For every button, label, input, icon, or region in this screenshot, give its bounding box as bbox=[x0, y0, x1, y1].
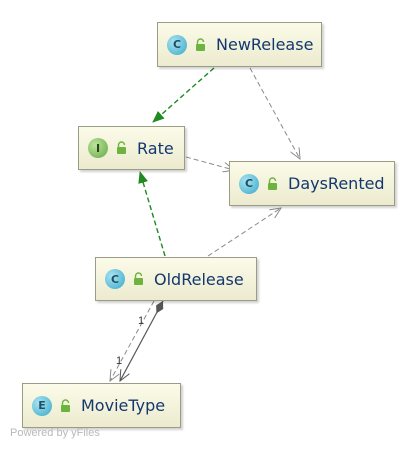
public-visibility-icon bbox=[117, 141, 126, 154]
edge-oldrelease-rate bbox=[138, 171, 166, 257]
edge-rate-daysrented bbox=[185, 156, 234, 170]
edge-newrelease-rate bbox=[152, 67, 215, 123]
public-visibility-icon bbox=[134, 272, 143, 285]
class-node-oldrelease[interactable]: C OldRelease bbox=[95, 257, 257, 301]
public-visibility-icon bbox=[268, 176, 277, 190]
public-visibility-icon bbox=[196, 37, 205, 51]
class-node-daysrented[interactable]: C DaysRented bbox=[229, 161, 395, 206]
class-icon: C bbox=[105, 269, 125, 289]
enum-icon: E bbox=[32, 395, 52, 416]
multiplicity-source-label: 1 bbox=[138, 315, 145, 327]
class-name-label: DaysRented bbox=[288, 174, 385, 193]
enum-node-movietype[interactable]: E MovieType bbox=[22, 383, 181, 428]
edge-oldrelease-movietype-composition bbox=[120, 300, 164, 381]
interface-icon: I bbox=[88, 138, 108, 158]
class-node-newrelease[interactable]: C NewRelease bbox=[157, 22, 322, 67]
multiplicity-target-label: 1 bbox=[116, 355, 123, 367]
class-name-label: OldRelease bbox=[154, 269, 244, 289]
public-visibility-icon bbox=[61, 398, 70, 412]
edge-newrelease-daysrented bbox=[249, 67, 300, 159]
interface-name-label: Rate bbox=[137, 138, 174, 158]
edge-oldrelease-movietype-dependency bbox=[110, 300, 155, 381]
enum-name-label: MovieType bbox=[81, 396, 166, 415]
class-name-label: NewRelease bbox=[216, 35, 314, 54]
edge-oldrelease-daysrented bbox=[207, 208, 281, 257]
class-icon: C bbox=[239, 173, 259, 194]
class-icon: C bbox=[167, 34, 187, 55]
interface-node-rate[interactable]: I Rate bbox=[78, 126, 185, 170]
yfiles-watermark: Powered by yFiles bbox=[10, 427, 100, 439]
